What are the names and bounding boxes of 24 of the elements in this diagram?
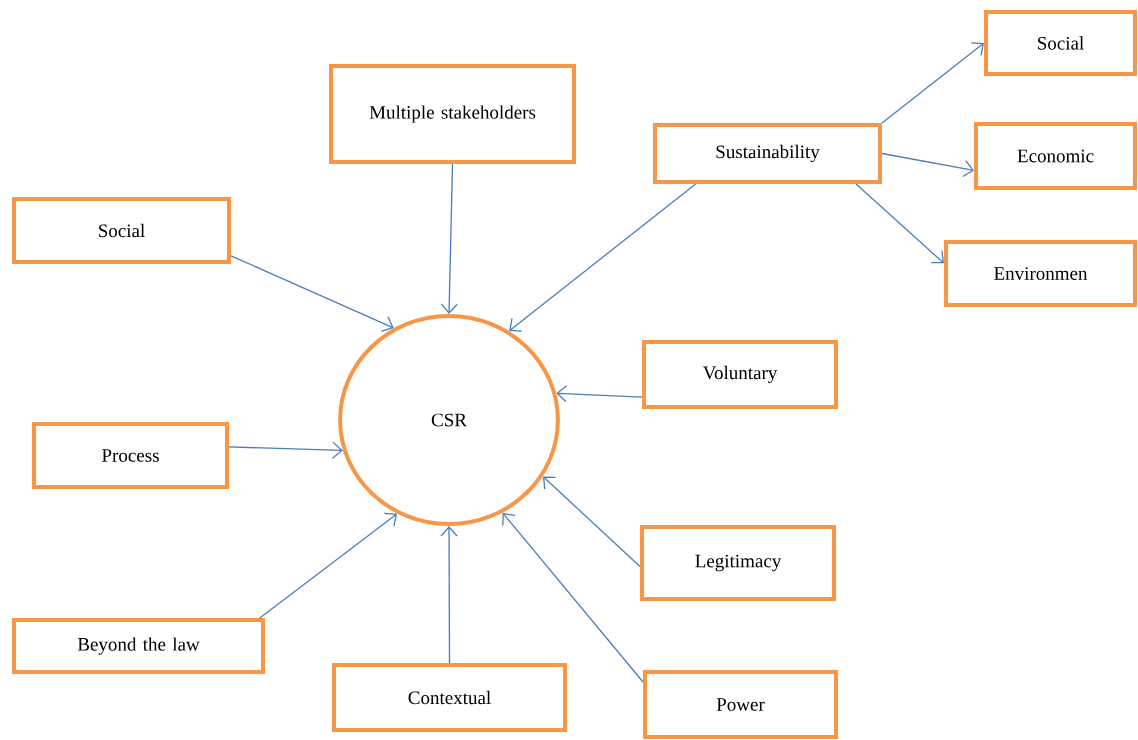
concept-box: Beyond the law bbox=[12, 618, 265, 674]
concept-box: Economic bbox=[974, 122, 1137, 190]
concept-box: Social bbox=[984, 10, 1137, 76]
arrow bbox=[259, 512, 398, 619]
arrow bbox=[509, 183, 697, 332]
arrow bbox=[228, 441, 343, 459]
arrow bbox=[855, 183, 944, 264]
concept-box: Legitimacy bbox=[640, 525, 836, 601]
concept-box: Social bbox=[12, 197, 231, 264]
concept-box: Process bbox=[32, 422, 229, 489]
arrow bbox=[440, 163, 458, 314]
concept-box: Power bbox=[643, 670, 838, 739]
arrow bbox=[502, 512, 644, 683]
arrow bbox=[542, 476, 641, 568]
concept-box: Contextual bbox=[332, 663, 567, 732]
arrow bbox=[440, 526, 458, 664]
arrow bbox=[230, 255, 394, 332]
arrow bbox=[881, 42, 984, 124]
arrow bbox=[556, 385, 643, 403]
concept-box: Environmen bbox=[944, 240, 1137, 307]
concept-box: Sustainability bbox=[653, 123, 882, 184]
concept-box: Multiple stakeholders bbox=[329, 64, 576, 164]
concept-box: Voluntary bbox=[642, 340, 838, 409]
arrow bbox=[881, 152, 974, 178]
